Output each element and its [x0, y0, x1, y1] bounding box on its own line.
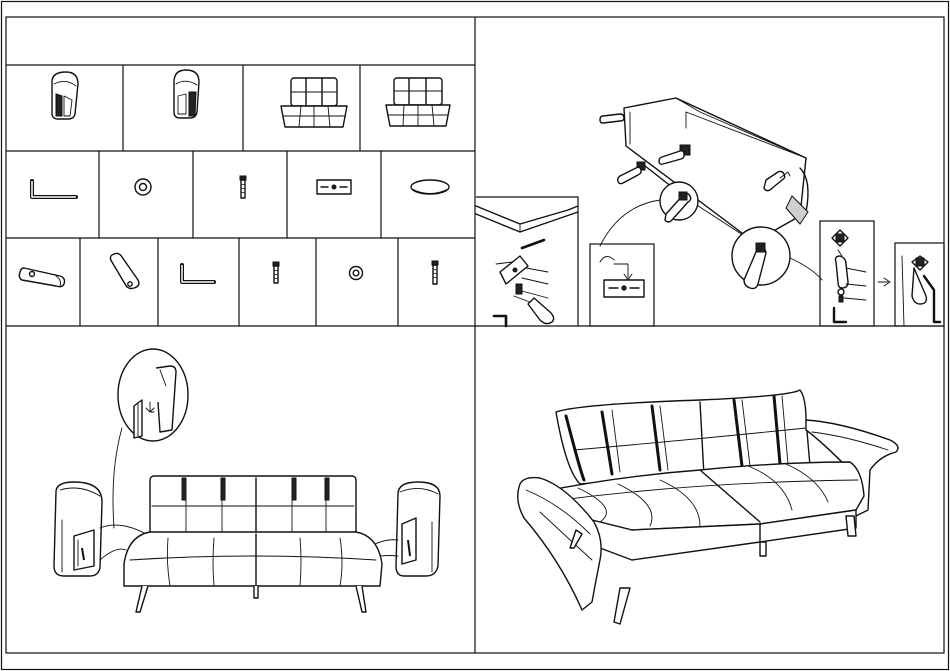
backrest-part — [281, 78, 347, 127]
assembled-sofa-panel — [518, 390, 898, 624]
angled-leg-part — [19, 268, 64, 287]
bracket-callout-box — [590, 244, 654, 326]
allen-key-part-2 — [182, 265, 214, 282]
small-washer-part — [350, 267, 363, 280]
left-armrest-part — [52, 72, 78, 119]
bracket-detail-box — [476, 197, 578, 326]
long-bolt-part — [432, 261, 438, 284]
parts-list-panel — [6, 65, 475, 326]
bolt-part — [240, 176, 246, 198]
seat-part — [386, 78, 450, 126]
leg-installation-panel — [476, 98, 944, 326]
round-cushion-pad-part — [411, 180, 449, 194]
leg-step-callout — [820, 221, 890, 326]
straight-leg-part — [110, 253, 138, 288]
short-bolt-part — [273, 262, 279, 283]
right-armrest-part — [174, 70, 199, 118]
sofa-body-install — [124, 476, 382, 612]
washer-part — [135, 179, 151, 195]
allen-key-part — [32, 181, 76, 197]
armrest-attachment-panel — [54, 349, 440, 612]
bracket-plate-part — [317, 180, 351, 194]
leg-result-callout — [895, 243, 944, 326]
